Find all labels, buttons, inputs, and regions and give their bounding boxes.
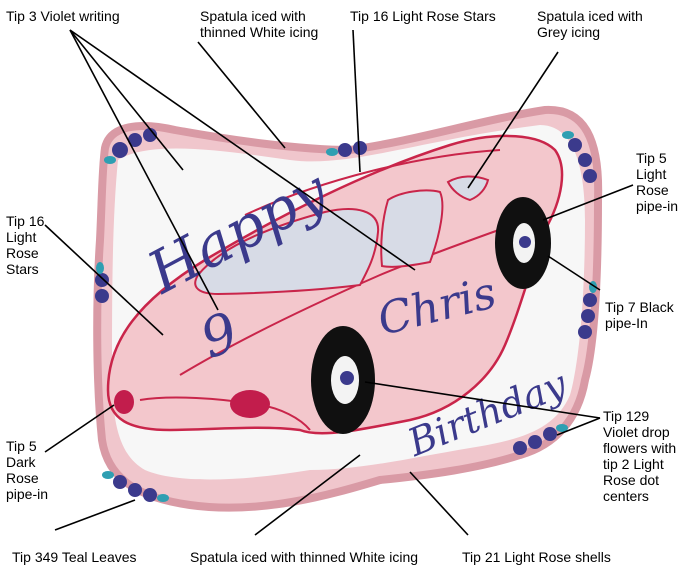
- label-tip16-stars-left: Tip 16 Light Rose Stars: [6, 213, 50, 277]
- label-tip5-light-rose: Tip 5 Light Rose pipe-in: [636, 150, 680, 214]
- label-tip3-violet-writing: Tip 3 Violet writing: [6, 8, 120, 24]
- label-tip5-dark-rose: Tip 5 Dark Rose pipe-in: [6, 438, 50, 502]
- rear-hub-flower: [519, 236, 531, 248]
- label-tip7-black: Tip 7 Black pipe-In: [605, 299, 680, 331]
- label-spatula-white-bottom: Spatula iced with thinned White icing: [190, 549, 418, 565]
- label-spatula-grey: Spatula iced with Grey icing: [537, 8, 647, 40]
- headlight-right: [230, 390, 270, 418]
- side-window: [381, 190, 442, 266]
- flower-cluster-top-mid: [326, 141, 367, 157]
- label-tip349-teal-leaves: Tip 349 Teal Leaves: [12, 549, 137, 565]
- label-tip21-shells: Tip 21 Light Rose shells: [462, 549, 611, 565]
- headlight-left: [114, 390, 134, 414]
- front-hub-flower: [340, 371, 354, 385]
- label-spatula-white-top: Spatula iced with thinned White icing: [200, 8, 320, 40]
- label-tip16-stars-top: Tip 16 Light Rose Stars: [350, 8, 496, 24]
- label-tip129-violet-flowers: Tip 129 Violet drop flowers with tip 2 L…: [603, 408, 680, 504]
